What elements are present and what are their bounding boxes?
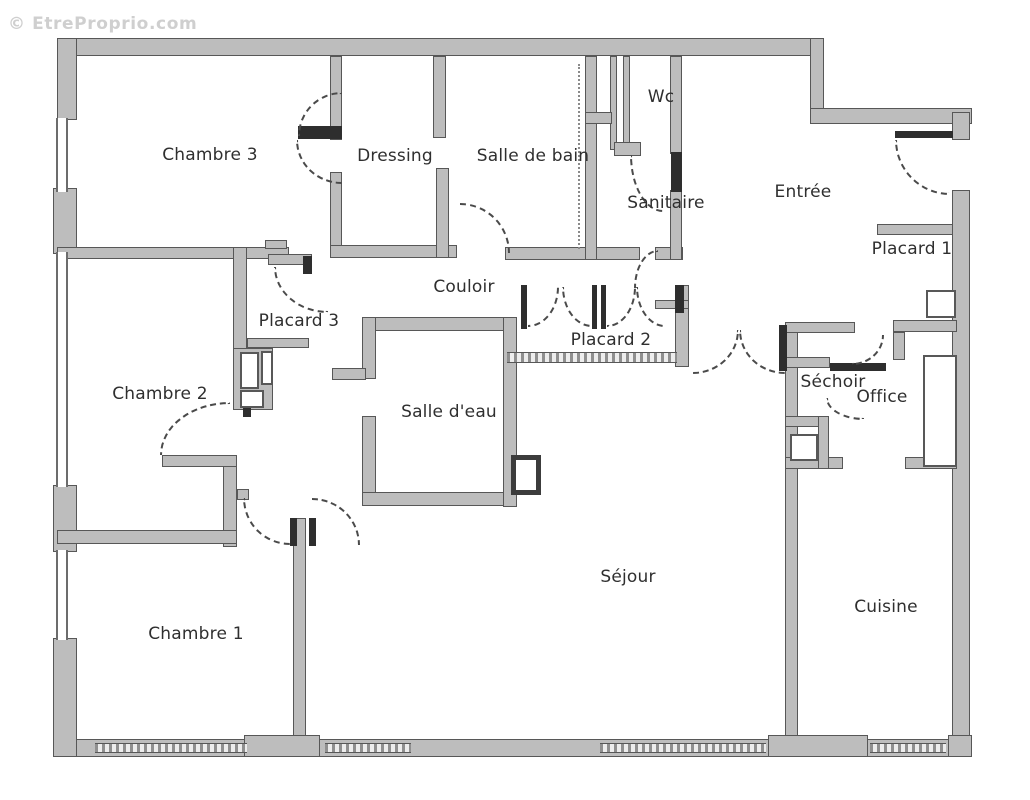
wall-segment: [293, 518, 306, 743]
room-label-office: Office: [856, 387, 908, 407]
door-jamb: [521, 285, 527, 329]
room-label-sejour: Séjour: [600, 567, 656, 587]
wall-segment: [53, 638, 77, 757]
door-swing-arc: [895, 140, 950, 195]
door-jamb: [601, 285, 606, 329]
room-label-dressing: Dressing: [357, 146, 433, 166]
room-label-chambre-1: Chambre 1: [148, 624, 244, 644]
door-jamb: [243, 404, 251, 417]
fixture-box: [923, 355, 957, 467]
wall-segment: [877, 224, 953, 235]
fixture-box: [790, 434, 818, 461]
wall-segment: [332, 368, 366, 380]
wall-segment: [768, 735, 868, 757]
door-swing-arc: [852, 335, 884, 365]
room-label-placard-1: Placard 1: [871, 239, 953, 259]
window-band: [325, 743, 411, 753]
window-marker: [56, 118, 68, 192]
wall-segment: [623, 56, 630, 150]
wall-segment: [893, 332, 905, 360]
wall-segment: [53, 188, 77, 254]
window-marker: [56, 252, 68, 487]
wall-segment: [818, 416, 829, 469]
wall-segment: [436, 168, 449, 258]
door-swing-arc: [296, 140, 342, 184]
dashed-projection-line: [578, 64, 581, 249]
wall-segment: [785, 357, 830, 368]
fixture-box: [926, 290, 956, 318]
wall-segment: [614, 142, 641, 156]
room-label-entree: Entrée: [774, 182, 832, 202]
window-marker: [56, 550, 68, 640]
door-swing-arc: [298, 92, 342, 136]
fixture-box: [240, 352, 259, 389]
room-label-placard-2: Placard 2: [570, 330, 652, 350]
wall-segment: [785, 322, 855, 333]
watermark: © EtreProprio.com: [8, 14, 198, 34]
door-jamb: [592, 285, 597, 329]
room-label-couloir: Couloir: [433, 277, 495, 297]
door-jamb: [671, 152, 682, 192]
wall-segment: [233, 247, 247, 357]
wall-segment: [265, 240, 287, 249]
wall-segment: [433, 56, 446, 138]
wall-segment: [57, 247, 289, 259]
wall-segment: [505, 247, 640, 260]
window-band: [507, 352, 677, 363]
door-swing-arc: [562, 287, 592, 327]
room-label-chambre-2: Chambre 2: [112, 384, 208, 404]
room-label-sanitaire: Sanitaire: [627, 193, 705, 213]
door-jamb: [830, 363, 886, 371]
door-jamb: [290, 518, 297, 546]
wall-segment: [610, 56, 617, 150]
door-swing-arc: [460, 203, 510, 253]
door-swing-arc: [160, 402, 230, 455]
wall-segment: [952, 112, 970, 140]
room-label-wc: Wc: [647, 87, 675, 107]
wall-segment: [330, 245, 457, 258]
wall-segment: [362, 317, 376, 379]
wall-segment: [244, 735, 320, 757]
door-swing-arc: [243, 498, 290, 545]
wall-segment: [362, 492, 512, 506]
room-label-chambre-3: Chambre 3: [162, 145, 258, 165]
window-band: [600, 743, 766, 753]
wall-segment: [585, 112, 612, 124]
fixture-box: [511, 455, 541, 495]
room-label-sechoir: Séchoir: [800, 372, 866, 392]
door-jamb: [675, 285, 684, 313]
window-band: [95, 743, 247, 753]
wall-segment: [57, 530, 237, 544]
wall-segment: [585, 56, 597, 260]
door-swing-arc: [274, 267, 328, 313]
room-label-placard-3: Placard 3: [258, 311, 340, 331]
wall-segment: [952, 190, 970, 757]
wall-segment: [57, 38, 812, 56]
wall-segment: [948, 735, 972, 757]
wall-segment: [810, 108, 972, 124]
room-label-salle-de-bain: Salle de bain: [476, 146, 590, 166]
wall-segment: [162, 455, 237, 467]
room-label-cuisine: Cuisine: [854, 597, 918, 617]
door-swing-arc: [528, 287, 559, 327]
door-jamb: [895, 131, 953, 138]
wall-segment: [247, 338, 309, 348]
wall-segment: [810, 38, 824, 118]
door-swing-arc: [739, 330, 785, 374]
door-swing-arc: [312, 498, 360, 545]
room-label-salle-d-eau: Salle d'eau: [401, 402, 497, 422]
door-swing-arc: [693, 330, 739, 374]
door-swing-arc: [636, 287, 665, 327]
wall-segment: [893, 320, 957, 332]
window-band: [870, 743, 946, 753]
fixture-box: [240, 390, 264, 408]
wall-segment: [362, 317, 517, 331]
door-jamb: [303, 256, 312, 274]
fixture-box: [261, 351, 273, 385]
wall-segment: [785, 322, 798, 743]
wall-segment: [57, 38, 77, 120]
door-swing-arc: [607, 287, 636, 327]
